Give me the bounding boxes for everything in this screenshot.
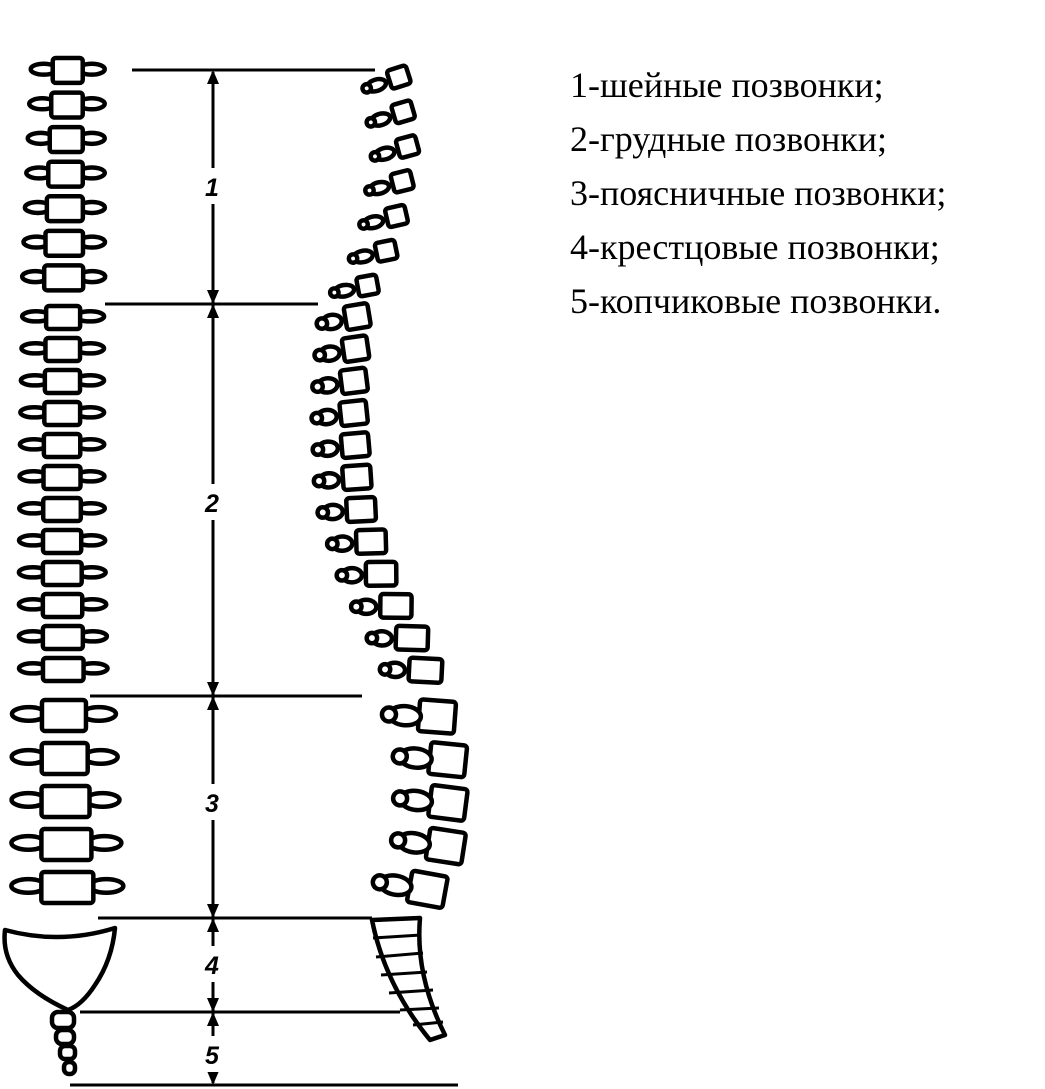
vertebra-side-lumbar — [390, 782, 470, 823]
vertebra-side-thoracic — [364, 623, 431, 653]
segment-dimension-arrows — [207, 70, 219, 1085]
segment-number-3: 3 — [205, 790, 219, 818]
segment-number-5: 5 — [205, 1042, 220, 1070]
legend-item-cervical: 1-шейные позвонки; — [570, 65, 884, 105]
vertebra-front-thoracic — [16, 527, 108, 556]
legend-item-lumbar: 3-поясничные позвонки; — [570, 173, 947, 213]
vertebra-side-cervical — [357, 202, 411, 231]
vertebra-front-cervical — [24, 159, 108, 189]
vertebra-front-lumbar — [9, 783, 122, 820]
vertebra-front-thoracic — [17, 431, 107, 460]
vertebra-side-thoracic — [348, 591, 414, 621]
vertebra-side-thoracic — [314, 301, 373, 332]
legend: 1-шейные позвонки; 2-грудные позвонки; 3… — [570, 58, 1040, 328]
sacrum-side — [369, 915, 448, 1043]
sacrum-front — [2, 925, 118, 1013]
vertebra-front-cervical — [28, 55, 107, 86]
vertebra-side-cervical — [346, 237, 400, 265]
segment-numbers: 1 2 3 4 5 — [198, 168, 228, 1072]
vertebra-front-cervical — [22, 194, 108, 224]
vertebra-front-thoracic — [16, 559, 108, 588]
vertebra-side-thoracic — [324, 527, 389, 557]
vertebra-front-lumbar — [9, 697, 119, 734]
vertebra-side-cervical — [363, 168, 416, 197]
vertebra-front-cervical — [21, 228, 108, 258]
vertebra-side-lumbar — [388, 825, 468, 867]
vertebra-side-thoracic — [315, 494, 379, 525]
vertebra-front-thoracic — [19, 335, 107, 364]
vertebra-side-thoracic — [310, 365, 370, 397]
vertebra-side-cervical — [364, 98, 417, 129]
vertebra-front-thoracic — [16, 495, 108, 524]
vertebra-side-thoracic — [310, 430, 372, 461]
vertebra-side-thoracic — [309, 397, 370, 429]
vertebra-front-thoracic — [16, 655, 110, 684]
vertebra-side-cervical — [327, 272, 381, 299]
vertebra-front-cervical — [25, 124, 107, 155]
vertebra-front-thoracic — [16, 623, 110, 652]
vertebra-front-thoracic — [18, 399, 107, 428]
vertebra-side-lumbar — [390, 740, 470, 780]
legend-item-sacral: 4-крестцовые позвонки; — [570, 227, 940, 267]
vertebra-side-cervical — [368, 133, 422, 163]
spine-side-view — [309, 63, 470, 1043]
vertebra-side-thoracic — [311, 462, 374, 493]
vertebra-front-lumbar — [9, 869, 126, 906]
vertebra-front-lumbar — [9, 826, 124, 863]
vertebra-front-cervical — [26, 90, 107, 120]
vertebra-front-thoracic — [16, 591, 109, 620]
segment-number-2: 2 — [204, 490, 219, 518]
coccyx-front — [49, 1009, 78, 1077]
vertebra-side-cervical — [360, 63, 413, 95]
spine-front-view — [2, 55, 126, 1077]
vertebra-side-lumbar — [379, 697, 459, 736]
vertebra-side-lumbar — [370, 868, 450, 910]
vertebra-front-thoracic — [18, 367, 107, 396]
vertebra-front-thoracic — [17, 463, 107, 492]
vertebra-front-thoracic — [19, 303, 107, 332]
vertebra-side-thoracic — [377, 655, 445, 685]
vertebra-side-thoracic — [334, 559, 399, 588]
legend-item-thoracic: 2-грудные позвонки; — [570, 119, 888, 159]
vertebra-front-cervical — [19, 263, 108, 293]
legend-item-coccygeal: 5-копчиковые позвонки. — [570, 281, 942, 321]
segment-number-4: 4 — [204, 952, 219, 980]
segment-number-1: 1 — [205, 174, 219, 202]
vertebra-front-lumbar — [9, 740, 120, 777]
vertebra-side-thoracic — [312, 333, 372, 365]
